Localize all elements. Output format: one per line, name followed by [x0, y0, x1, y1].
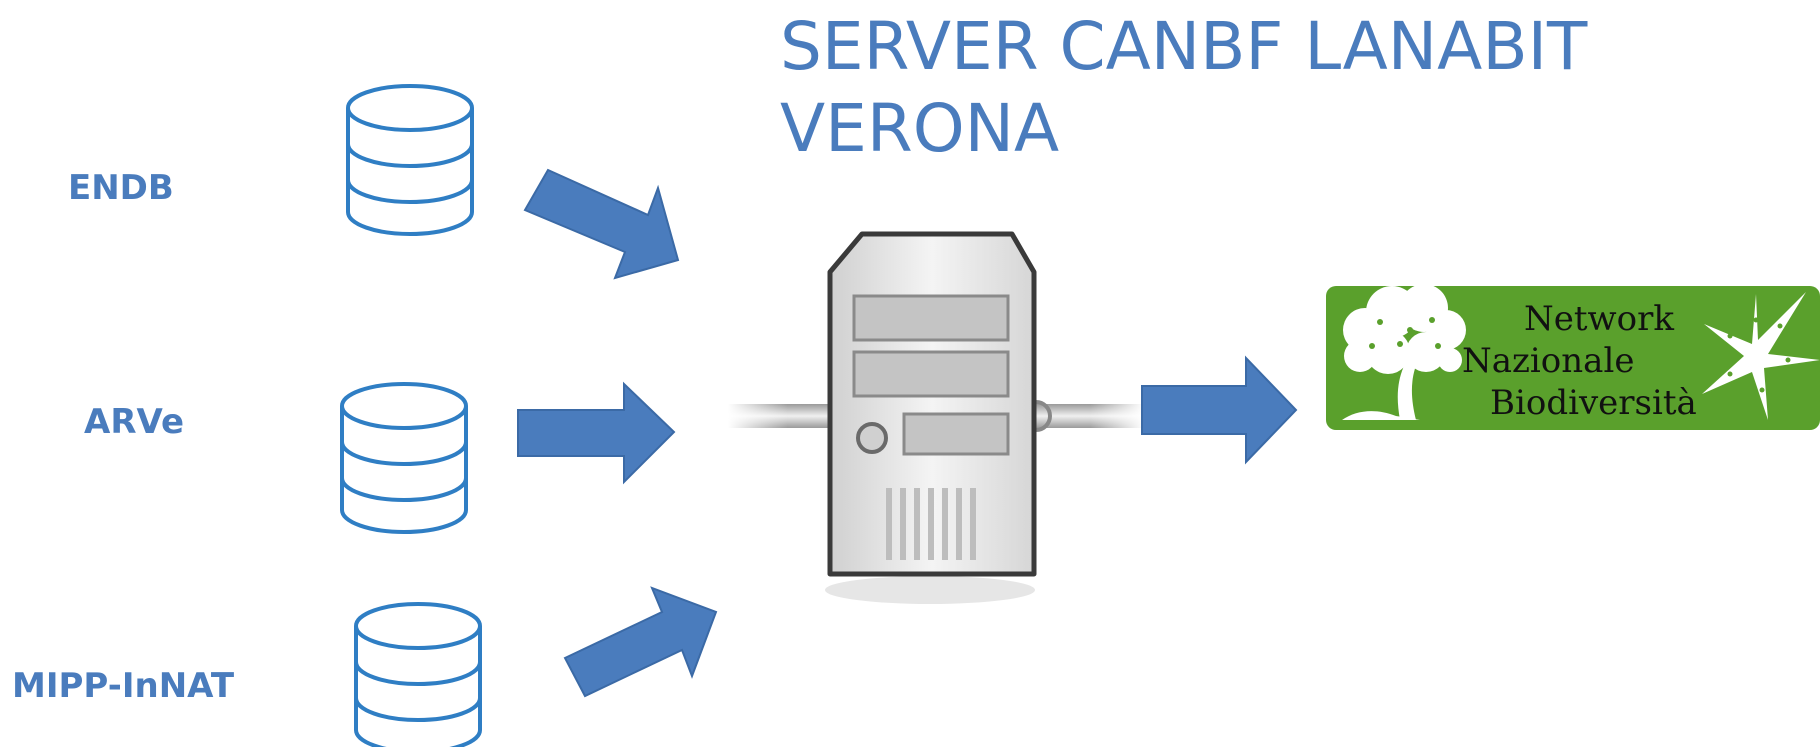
- database-icon-endb: [346, 84, 474, 236]
- tree-icon: [1342, 284, 1466, 420]
- logo-text-biodiversita: Biodiversità: [1490, 383, 1697, 423]
- arrow-endb-to-server: [523, 168, 680, 280]
- title-line-1: SERVER CANBF LANABIT: [780, 8, 1588, 85]
- starfish-icon: [1702, 292, 1820, 420]
- source-label-arve: ARVe: [84, 402, 185, 442]
- network-nazionale-biodiversita-logo: Network Nazionale Biodiversità: [1326, 284, 1820, 430]
- logo-text-nazionale: Nazionale: [1462, 341, 1634, 381]
- arrow-arve-to-server: [517, 381, 676, 485]
- server-tower-icon: [825, 231, 1037, 604]
- arrow-mipp-to-server: [563, 586, 718, 698]
- title-line-2: VERONA: [780, 90, 1060, 167]
- database-icon-arve: [340, 382, 468, 534]
- source-label-mipp-innat: MIPP-InNAT: [12, 666, 235, 706]
- source-label-endb: ENDB: [68, 168, 174, 208]
- arrow-server-to-network: [1141, 355, 1298, 465]
- logo-text-network: Network: [1524, 299, 1674, 339]
- database-icon-mipp-innat: [354, 602, 482, 747]
- diagram-title: SERVER CANBF LANABIT VERONA: [780, 6, 1780, 170]
